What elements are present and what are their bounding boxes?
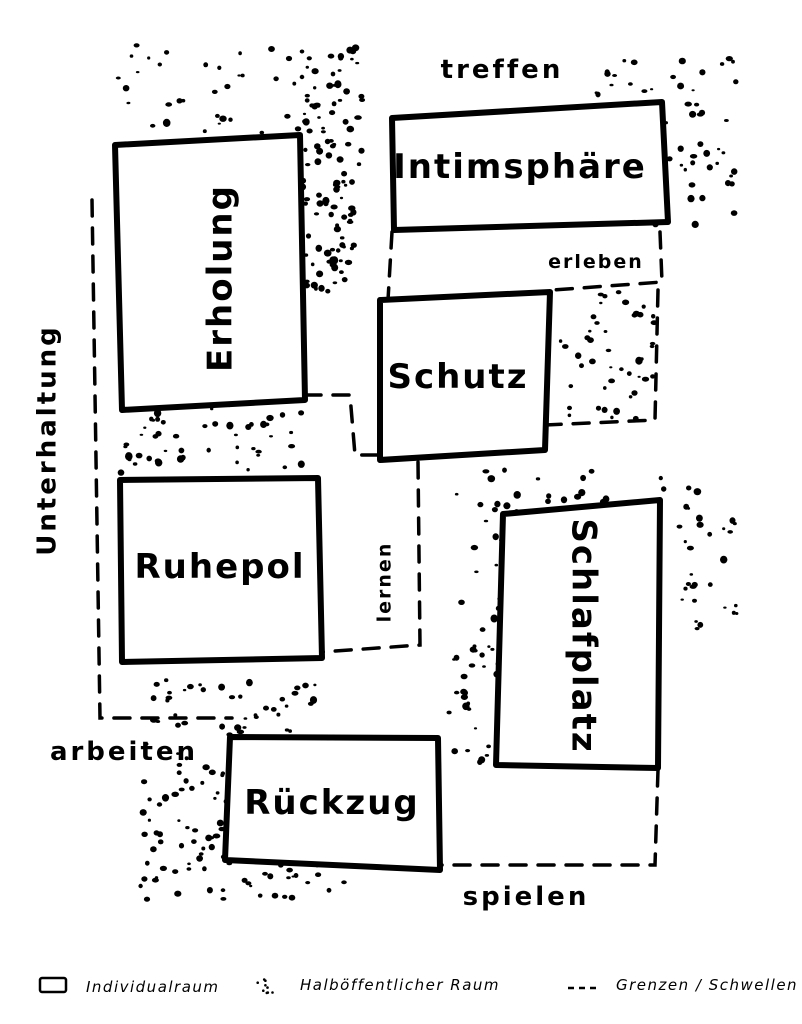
legend: Individualraum Halböffentlicher Raum Gre… — [38, 976, 798, 996]
legend-stipple-swatch — [256, 978, 274, 995]
boundary-right-mid — [543, 288, 660, 427]
boundary-right-top — [551, 230, 664, 292]
room-schutz — [377, 289, 553, 463]
room-intimsphaere — [389, 99, 671, 233]
boundary-bottom-right — [438, 768, 660, 867]
room-labels: Erholung Intimsphäre Schutz Ruhepol Schl… — [134, 147, 647, 823]
legend-individualraum: Individualraum — [86, 978, 220, 996]
label-arbeiten: arbeiten — [50, 737, 198, 767]
label-spielen: spielen — [463, 882, 590, 912]
boundaries — [90, 198, 664, 867]
boundary-intimsphaere-schutz — [386, 230, 394, 302]
boundary-left — [90, 198, 234, 720]
label-schlafplatz: Schlafplatz — [564, 518, 604, 753]
label-rueckzug: Rückzug — [244, 783, 419, 823]
boundary-lernen — [320, 460, 422, 654]
label-erholung: Erholung — [201, 184, 241, 372]
room-schlafplatz — [493, 497, 663, 771]
room-ruhepol — [117, 475, 325, 665]
label-unterhaltung: Unterhaltung — [33, 324, 63, 556]
room-rueckzug — [222, 734, 443, 873]
label-treffen: treffen — [441, 55, 564, 85]
room-erholung — [112, 132, 308, 413]
label-intimsphaere: Intimsphäre — [393, 147, 647, 187]
label-lernen: lernen — [374, 542, 396, 623]
legend-room-swatch — [38, 976, 68, 994]
label-schutz: Schutz — [387, 357, 528, 397]
activity-labels: treffen erleben Unterhaltung lernen arbe… — [33, 55, 644, 912]
legend-halboeffentlich: Halböffentlicher Raum — [300, 976, 500, 994]
legend-grenzen: Grenzen / Schwellen — [616, 976, 798, 994]
boundary-erholung-schutz — [303, 393, 382, 457]
label-ruhepol: Ruhepol — [134, 547, 305, 587]
rooms — [112, 99, 671, 873]
label-erleben: erleben — [548, 251, 644, 273]
